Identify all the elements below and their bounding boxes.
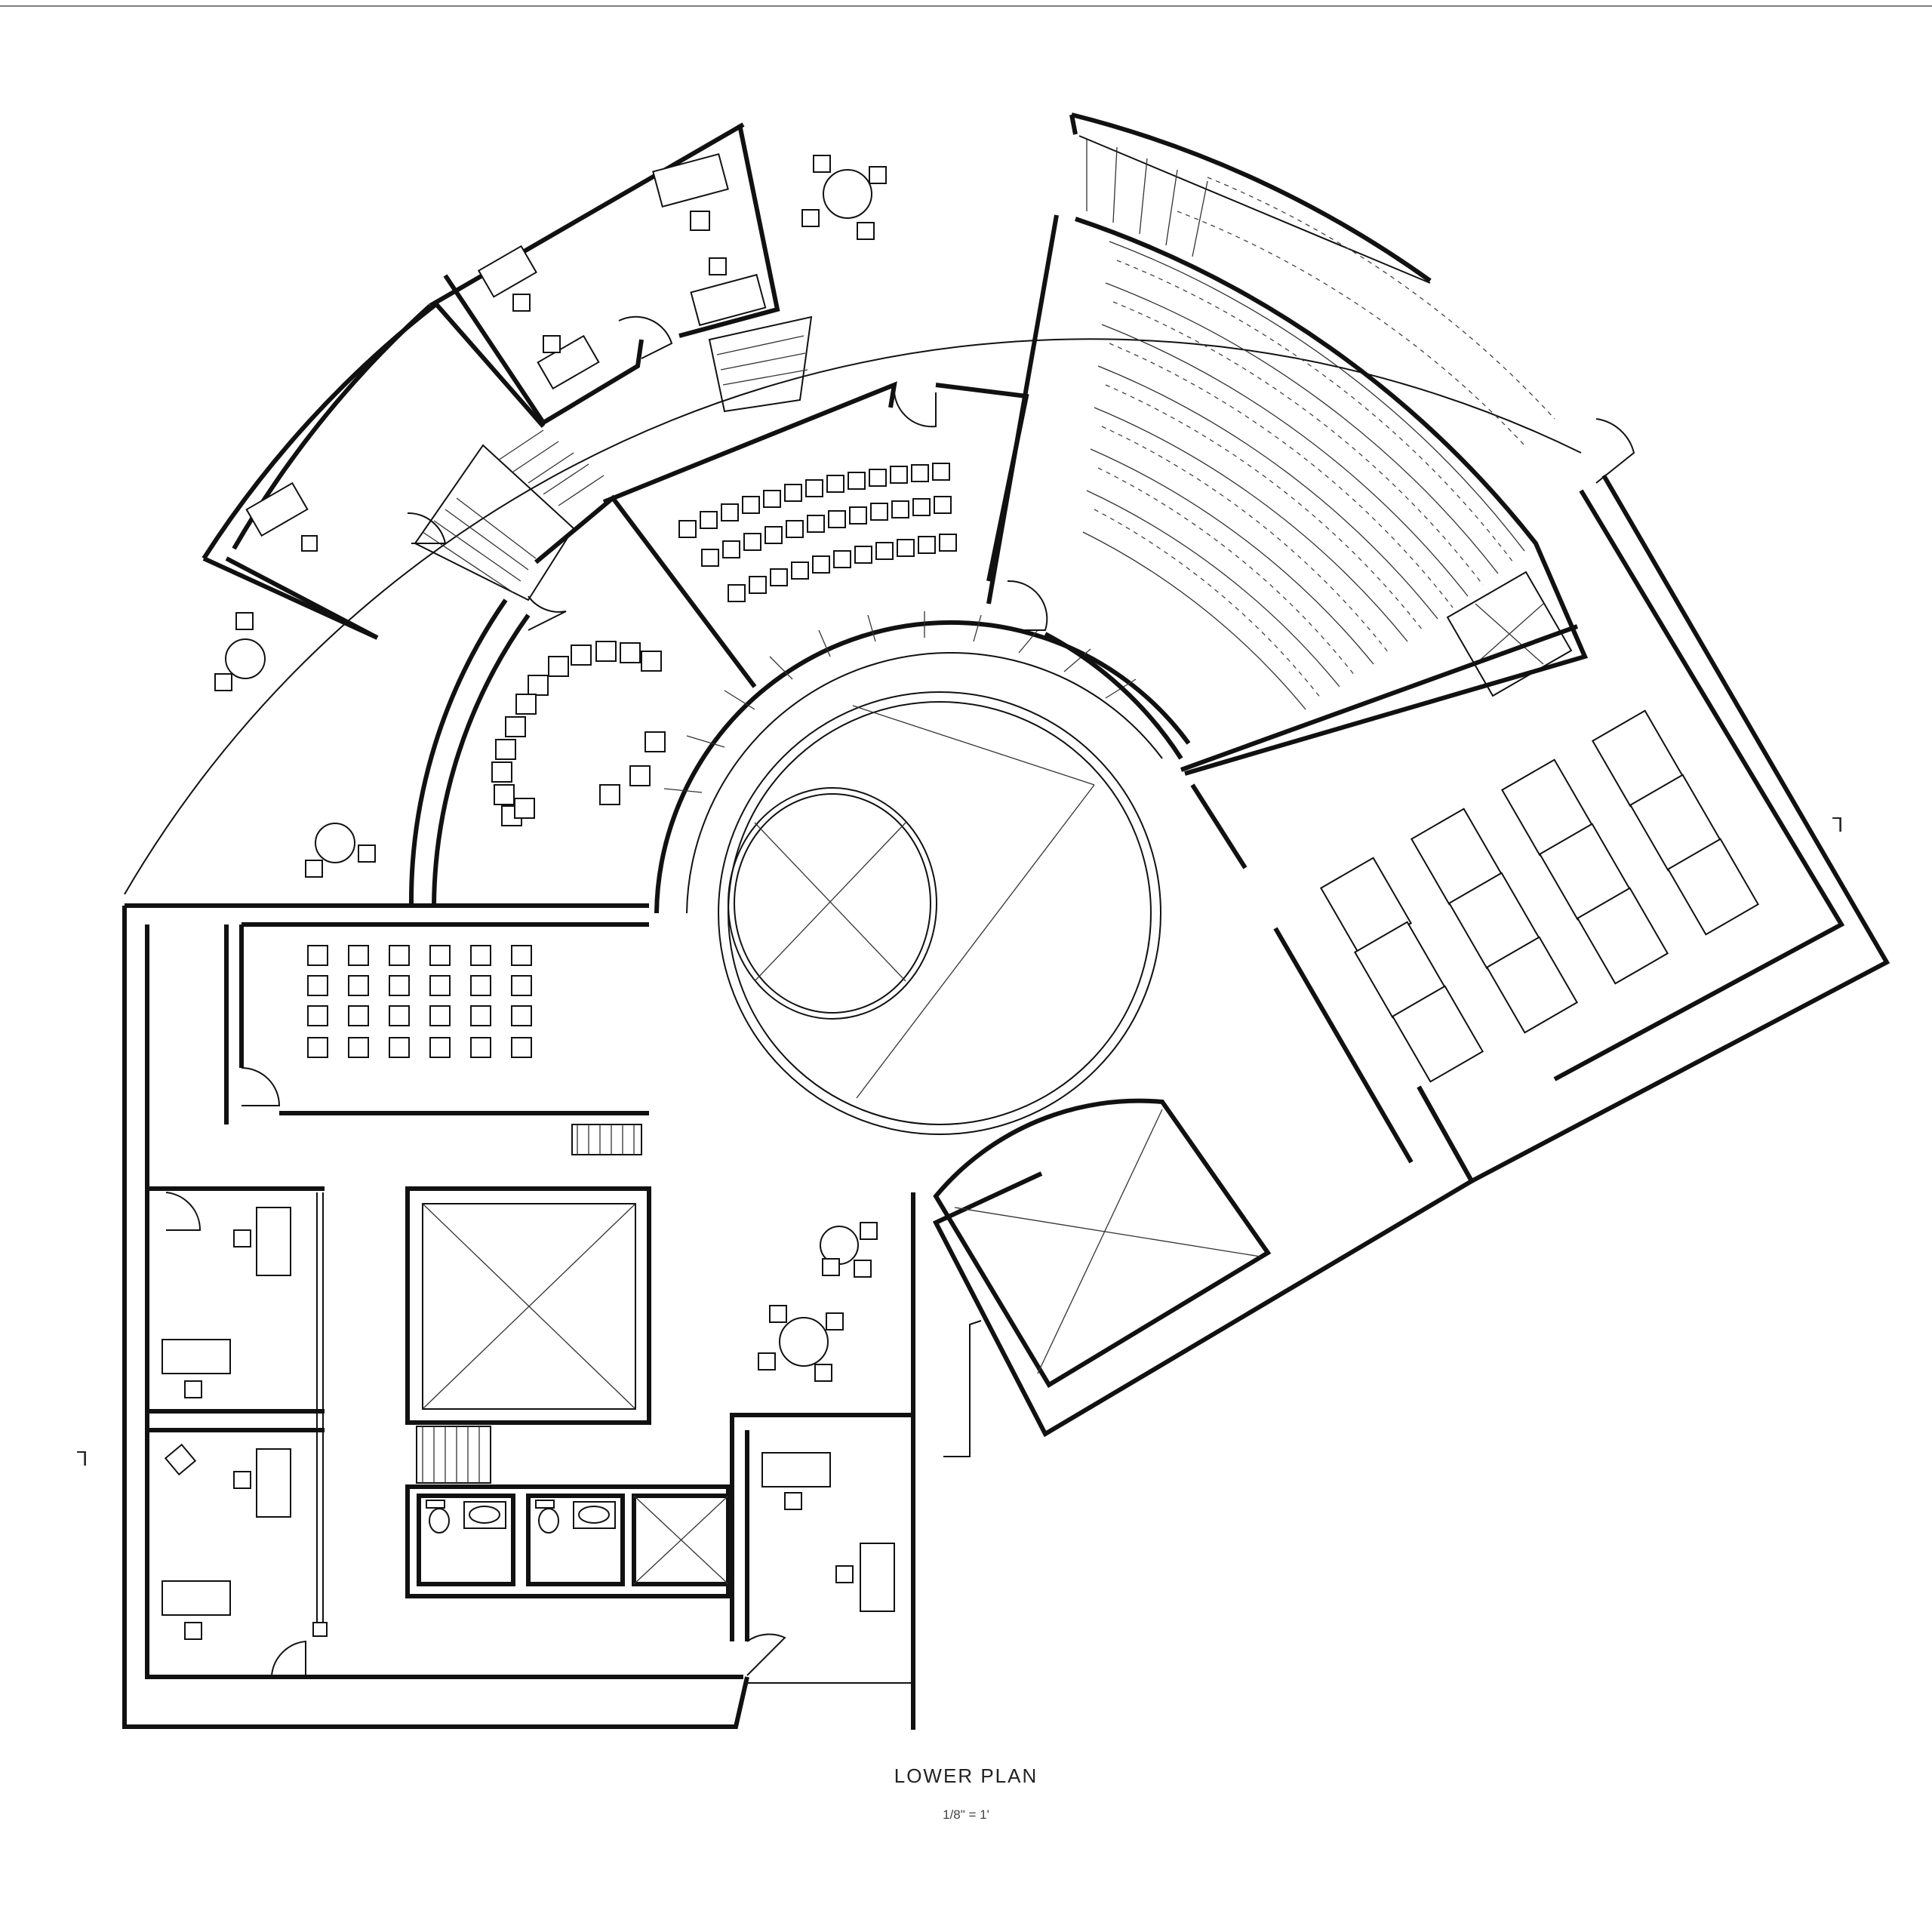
outer-arc-envelope [124,338,1582,895]
section-mark-left: ⅂ [77,1447,88,1470]
round-tables [214,155,887,1382]
stairs [414,135,1555,1484]
southeast-office [730,1413,913,1684]
nw-offices [202,124,780,640]
central-core [405,1186,651,1425]
drawing-title: LOWER PLAN [894,1764,1038,1787]
southwest-block [125,903,649,1640]
west-lounge [408,598,666,906]
outer-walls [122,112,1890,1730]
door-swings [165,315,1635,1676]
section-mark-right: ⅂ [1832,814,1844,836]
central-rotunda [654,611,1191,1135]
lower-right-shaft [933,1098,1272,1389]
curved-classroom [534,381,1029,688]
workshop-tables [1180,624,1760,1164]
lecture-hall [986,214,1589,776]
section-markers [943,1320,982,1457]
drawing-scale: 1/8" = 1' [943,1807,989,1822]
restrooms [405,1484,731,1598]
